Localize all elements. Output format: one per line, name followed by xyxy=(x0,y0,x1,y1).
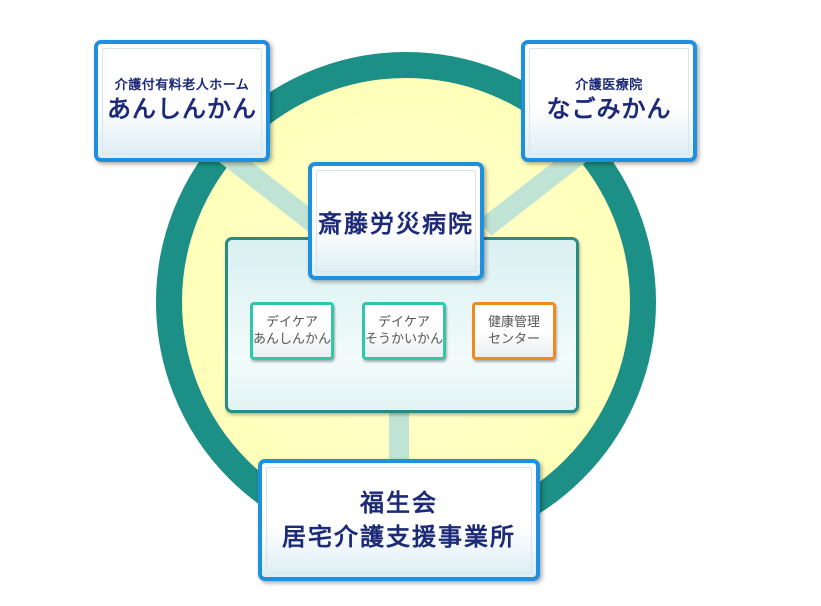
card-nagomikan-subtitle: 介護医療院 xyxy=(575,78,643,93)
card-anshinkan: 介護付有料老人ホーム あんしんかん xyxy=(94,40,270,162)
card-hospital: 斎藤労災病院 xyxy=(308,162,484,280)
service-line2: あんしんかん xyxy=(253,332,332,347)
card-nagomikan-title: なごみかん xyxy=(546,94,672,123)
service-daycare-anshinkan: デイケア あんしんかん xyxy=(250,302,334,360)
service-health-center: 健康管理 センター xyxy=(472,302,556,360)
card-care-office: 福生会 居宅介護支援事業所 xyxy=(258,459,540,581)
service-line1: デイケア xyxy=(377,315,430,330)
service-line2: センター xyxy=(487,332,540,347)
hospital-title: 斎藤労災病院 xyxy=(318,208,474,238)
office-title-line1: 福生会 xyxy=(360,488,438,517)
service-line1: 健康管理 xyxy=(487,315,540,330)
spoke-top-right xyxy=(478,142,592,236)
spoke-top-left xyxy=(213,142,327,236)
card-anshinkan-subtitle: 介護付有料老人ホーム xyxy=(114,78,250,93)
card-anshinkan-title: あんしんかん xyxy=(107,94,257,123)
office-title-line2: 居宅介護支援事業所 xyxy=(282,522,516,551)
service-line2: そうかいかん xyxy=(365,332,444,347)
service-line1: デイケア xyxy=(265,315,318,330)
card-nagomikan: 介護医療院 なごみかん xyxy=(521,40,697,162)
service-daycare-soukaikan: デイケア そうかいかん xyxy=(362,302,446,360)
